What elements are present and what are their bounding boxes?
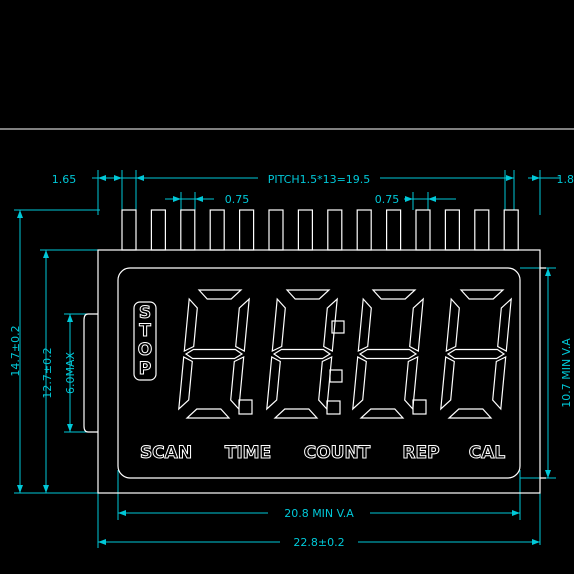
digit-segment xyxy=(357,297,372,352)
dimension-arrowheads xyxy=(17,175,551,545)
connector-pin xyxy=(415,209,431,251)
dim-view-area-height: 10.7 MIN V.A xyxy=(560,338,573,408)
dim-overall-width: 22.8±0.2 xyxy=(293,536,344,549)
label-count: COUNT xyxy=(304,443,371,463)
connector-pin xyxy=(239,209,255,251)
digit-segment xyxy=(271,297,286,352)
digit-segment xyxy=(235,297,250,352)
digit-segment xyxy=(272,348,332,360)
stop-indicator-frame xyxy=(133,301,157,381)
digit-segment xyxy=(359,408,405,419)
stop-letter: S xyxy=(139,303,151,323)
connector-pin xyxy=(209,209,225,251)
label-cal: CAL xyxy=(469,443,506,463)
seven-segment-digits xyxy=(178,289,512,419)
decimal-point xyxy=(238,399,253,415)
colon-dot-upper xyxy=(331,320,345,334)
viewing-area-window xyxy=(117,267,521,479)
dim-tab-height: 6.0MAX xyxy=(64,352,77,395)
digit-segment xyxy=(184,348,244,360)
lcd-body-outline xyxy=(83,249,546,494)
dim-view-area-width: 20.8 MIN V.A xyxy=(284,507,354,520)
digit-segment xyxy=(409,297,424,352)
connector-pin xyxy=(386,209,402,251)
digit-segment xyxy=(285,289,331,300)
connector-pin xyxy=(474,209,490,251)
digit-segment xyxy=(183,297,198,352)
digit-segment xyxy=(358,348,418,360)
annunciator-labels: SCAN TIME COUNT REP CAL xyxy=(139,443,506,464)
dim-overall-height: 14.7±0.2 xyxy=(9,325,22,376)
colon-dot-lower xyxy=(329,369,343,383)
digit-segment xyxy=(445,297,460,352)
dim-pin-width-right: 0.75 xyxy=(375,193,400,206)
digit-segment xyxy=(197,289,243,300)
stop-letter: T xyxy=(139,321,151,341)
digit-segment xyxy=(440,356,455,411)
colon-dot-lower xyxy=(326,400,341,415)
connector-pin xyxy=(180,209,196,251)
connector-pin xyxy=(503,209,519,251)
digit-segment xyxy=(230,356,245,411)
digit-segment xyxy=(352,356,367,411)
digit-segment xyxy=(492,356,507,411)
digit-segment xyxy=(371,289,417,300)
connector-pin xyxy=(268,209,284,251)
decimal-point xyxy=(412,399,427,415)
digit-segment xyxy=(266,356,281,411)
connector-pin xyxy=(150,209,166,251)
digit-segment xyxy=(447,408,493,419)
dim-pitch: PITCH1.5*13=19.5 xyxy=(268,173,371,186)
digit-segment xyxy=(404,356,419,411)
digit-segment xyxy=(446,348,506,360)
digit-segment xyxy=(459,289,505,300)
digit-separators xyxy=(238,320,427,415)
stop-letter: O xyxy=(138,340,152,360)
connector-pins xyxy=(121,209,519,251)
connector-pin xyxy=(444,209,460,251)
digit-segment xyxy=(318,356,333,411)
connector-pin xyxy=(121,209,137,251)
dim-body-height: 12.7±0.2 xyxy=(41,347,54,398)
digit-segment xyxy=(497,297,512,352)
connector-pin xyxy=(297,209,313,251)
label-rep: REP xyxy=(402,443,439,463)
dim-pin-width-left: 0.75 xyxy=(225,193,250,206)
digit-segment xyxy=(323,297,338,352)
dim-right-edge: 1.8 xyxy=(557,173,574,186)
stop-indicator-text: S T O P xyxy=(137,303,152,380)
digit-segment xyxy=(273,408,319,419)
label-time: TIME xyxy=(225,443,271,463)
label-scan: SCAN xyxy=(140,443,192,463)
digit-segment xyxy=(178,356,193,411)
stop-letter: P xyxy=(139,359,151,379)
connector-pin xyxy=(356,209,372,251)
dim-left-edge: 1.65 xyxy=(52,173,77,186)
connector-pin xyxy=(327,209,343,251)
digit-segment xyxy=(185,408,231,419)
